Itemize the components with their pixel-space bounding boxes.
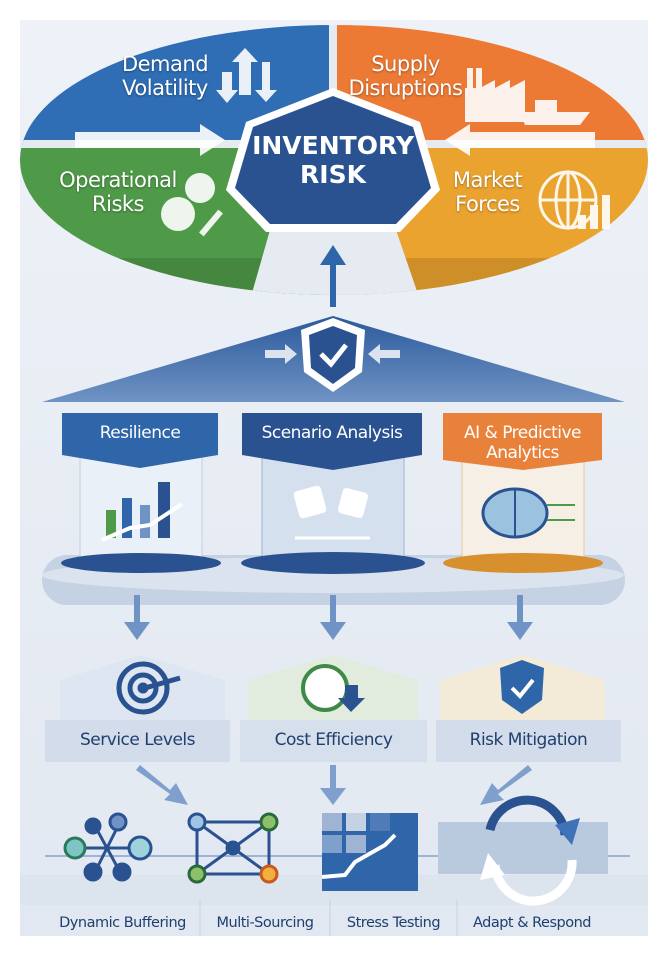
strategy-dividers: [199, 900, 458, 936]
factory-ship-icon: [465, 68, 590, 125]
inventory-risk-hexagon: [235, 96, 431, 224]
arrow-right-icon: [75, 124, 225, 156]
pillar-scenario-card: [241, 413, 425, 574]
outcome-cost-efficiency-label: Cost Efficiency: [274, 730, 393, 750]
arrow-up-icon: [320, 245, 346, 265]
outcome-service-levels-label: Service Levels: [80, 730, 195, 750]
driver-label: Market: [452, 168, 523, 192]
title-line: RISK: [300, 159, 366, 189]
title-line: INVENTORY: [252, 131, 414, 160]
driver-label: Operational: [59, 168, 177, 192]
pillar-resilience-label: Resilience: [99, 423, 181, 443]
outcome-risk-mitigation: [436, 655, 621, 762]
globe-chart-icon: [538, 170, 598, 230]
pillar-label-line: AI & Predictive: [463, 423, 582, 443]
heatmap-chart-icon: [321, 813, 418, 891]
strategy-stress-testing-label: Stress Testing: [346, 915, 441, 931]
brain-icon: [481, 487, 575, 539]
mini-bars-icon: [578, 195, 610, 229]
refresh-cycle-icon: [438, 795, 608, 906]
shield-check-icon: [309, 326, 357, 384]
outcome-risk-mitigation-label: Risk Mitigation: [469, 730, 588, 750]
driver-label: Volatility: [122, 76, 208, 101]
pillar-label-line: Analytics: [486, 442, 559, 463]
down-arrows-icon: [124, 595, 533, 640]
strategy-dynamic-buffering-label: Dynamic Buffering: [59, 915, 186, 931]
pillar-ai-card: [443, 413, 603, 573]
supplier-network-icon: [187, 812, 279, 884]
driver-label: Risks: [92, 192, 144, 217]
strategy-multi-sourcing-label: Multi-Sourcing: [216, 915, 314, 931]
dollar-down-icon: [301, 664, 365, 712]
driver-label: Disruptions: [348, 76, 463, 101]
up-down-arrows-icon: [216, 48, 277, 103]
strategy-adapt-respond-label: Adapt & Respond: [472, 915, 592, 931]
network-icon: [63, 812, 153, 882]
driver-label: Supply: [371, 52, 440, 76]
driver-label: Forces: [455, 192, 520, 217]
gears-wrench-icon: [161, 173, 223, 237]
driver-label: Demand: [121, 52, 209, 76]
shield-check-small-icon: [500, 660, 544, 714]
converging-arrows-icon: [265, 344, 400, 364]
outcome-service-levels: [45, 655, 230, 762]
pillar-scenario-analysis-label: Scenario Analysis: [261, 423, 403, 443]
bar-chart-icon: [101, 482, 184, 542]
arrow-left-icon: [445, 124, 595, 156]
diagonal-arrows-icon: [136, 765, 532, 805]
outcome-cost-efficiency: [240, 655, 427, 762]
dice-icon: [293, 485, 370, 540]
pillar-resilience-card: [61, 413, 221, 573]
target-icon: [116, 661, 181, 715]
